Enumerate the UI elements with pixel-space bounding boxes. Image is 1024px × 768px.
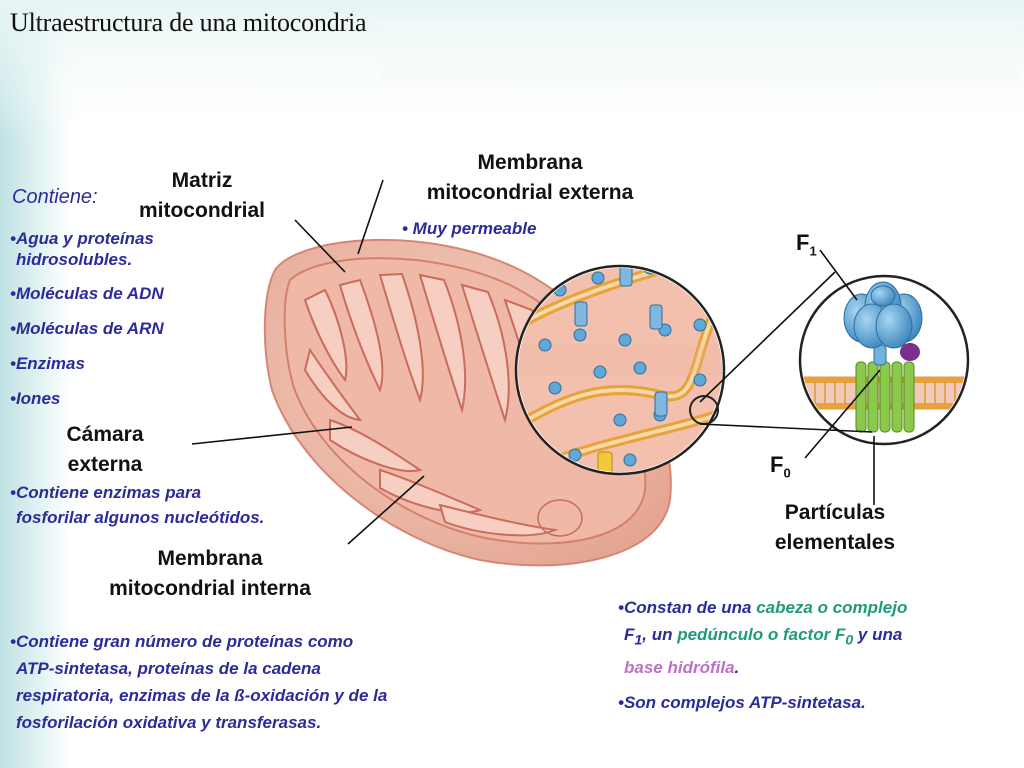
inner-membrane-note-line1: •Contiene gran número de proteínas como [10, 632, 354, 651]
inner-membrane-label-line2: mitocondrial interna [109, 577, 311, 600]
outer-membrane-label-line2: mitocondrial externa [426, 181, 634, 204]
list-item: •Moléculas de ARN [10, 319, 164, 338]
particles-desc-line1: •Constan de una cabeza o complejo [618, 594, 907, 621]
inner-membrane-note: •Contiene gran número de proteínas como … [10, 628, 387, 736]
particle-zoom-circle [798, 274, 970, 446]
elementary-particles-label-line2: elementales [774, 531, 896, 554]
list-item-line2: hidrosolubles. [16, 250, 133, 269]
particles-desc-f-sub: 1 [634, 632, 643, 649]
particles-desc-part-f: y una [853, 625, 903, 644]
particles-desc-line3: base hidrófila. [618, 654, 907, 681]
contains-heading: Contiene: [12, 186, 98, 208]
external-chamber-label: Cámara externa [50, 420, 160, 480]
particles-desc-head: cabeza o complejo [756, 598, 908, 617]
external-chamber-note-line1: •Contiene enzimas para [10, 483, 202, 502]
particles-desc-f: F [624, 625, 635, 644]
matrix-label-line2: mitocondrial [138, 199, 265, 222]
page-title: Ultraestructura de una mitocondria [10, 8, 367, 37]
membrane-zoom-circle [514, 264, 726, 476]
f0-label-main: F [770, 452, 784, 477]
f0-label: F0 [770, 452, 791, 480]
particles-description: •Constan de una cabeza o complejo F1, un… [618, 594, 907, 681]
external-chamber-label-line1: Cámara [66, 423, 144, 446]
outer-membrane-note: • Muy permeable [402, 219, 537, 238]
f1-label: F1 [796, 230, 817, 258]
particles-desc-line2: F1, un pedúnculo o factor F0 y una [618, 621, 907, 654]
f0-label-sub: 0 [783, 465, 791, 481]
outer-membrane-label-line1: Membrana [477, 151, 583, 174]
matrix-label: Matriz mitocondrial [127, 166, 277, 226]
inner-membrane-label-line1: Membrana [157, 547, 263, 570]
inner-membrane-note-line4: fosforilación oxidativa y transferasas. [16, 713, 322, 732]
inner-membrane-note-line3: respiratoria, enzimas de la ß-oxidación … [16, 686, 388, 705]
particles-desc-stalk: pedúnculo o factor F [677, 625, 846, 644]
inner-membrane-label: Membrana mitocondrial interna [80, 544, 340, 604]
list-item: •Agua y proteínas hidrosolubles. [10, 228, 164, 270]
particles-desc-part-h: . [734, 658, 740, 678]
matrix-contents-list: •Agua y proteínas hidrosolubles. •Molécu… [10, 228, 164, 423]
list-item: •Iones [10, 389, 61, 408]
callout-lines [191, 179, 881, 545]
elementary-particles-label: Partículas elementales [750, 498, 920, 558]
list-item: •Moléculas de ADN [10, 284, 164, 303]
matrix-label-line1: Matriz [171, 169, 233, 192]
list-item: •Enzimas [10, 354, 85, 373]
particles-desc2: •Son complejos ATP-sintetasa. [618, 693, 866, 712]
particles-desc-part-a: •Constan de una [618, 598, 757, 617]
particles-desc-stalk-sub: 0 [845, 632, 854, 649]
f1-label-main: F [796, 230, 810, 255]
particles-desc-part-d: , un [642, 625, 678, 644]
inner-membrane-note-line2: ATP-sintetasa, proteínas de la cadena [16, 659, 321, 678]
external-chamber-label-line2: externa [67, 453, 143, 476]
f1-label-sub: 1 [809, 243, 817, 259]
outer-membrane-label: Membrana mitocondrial externa [400, 148, 660, 208]
particles-desc-base: base hidrófila [624, 658, 735, 678]
list-item-line1: •Agua y proteínas [10, 229, 154, 248]
external-chamber-note-line2: fosforilar algunos nucleótidos. [16, 508, 265, 527]
elementary-particles-label-line1: Partículas [784, 501, 886, 524]
external-chamber-note: •Contiene enzimas para fosforilar alguno… [10, 480, 264, 530]
